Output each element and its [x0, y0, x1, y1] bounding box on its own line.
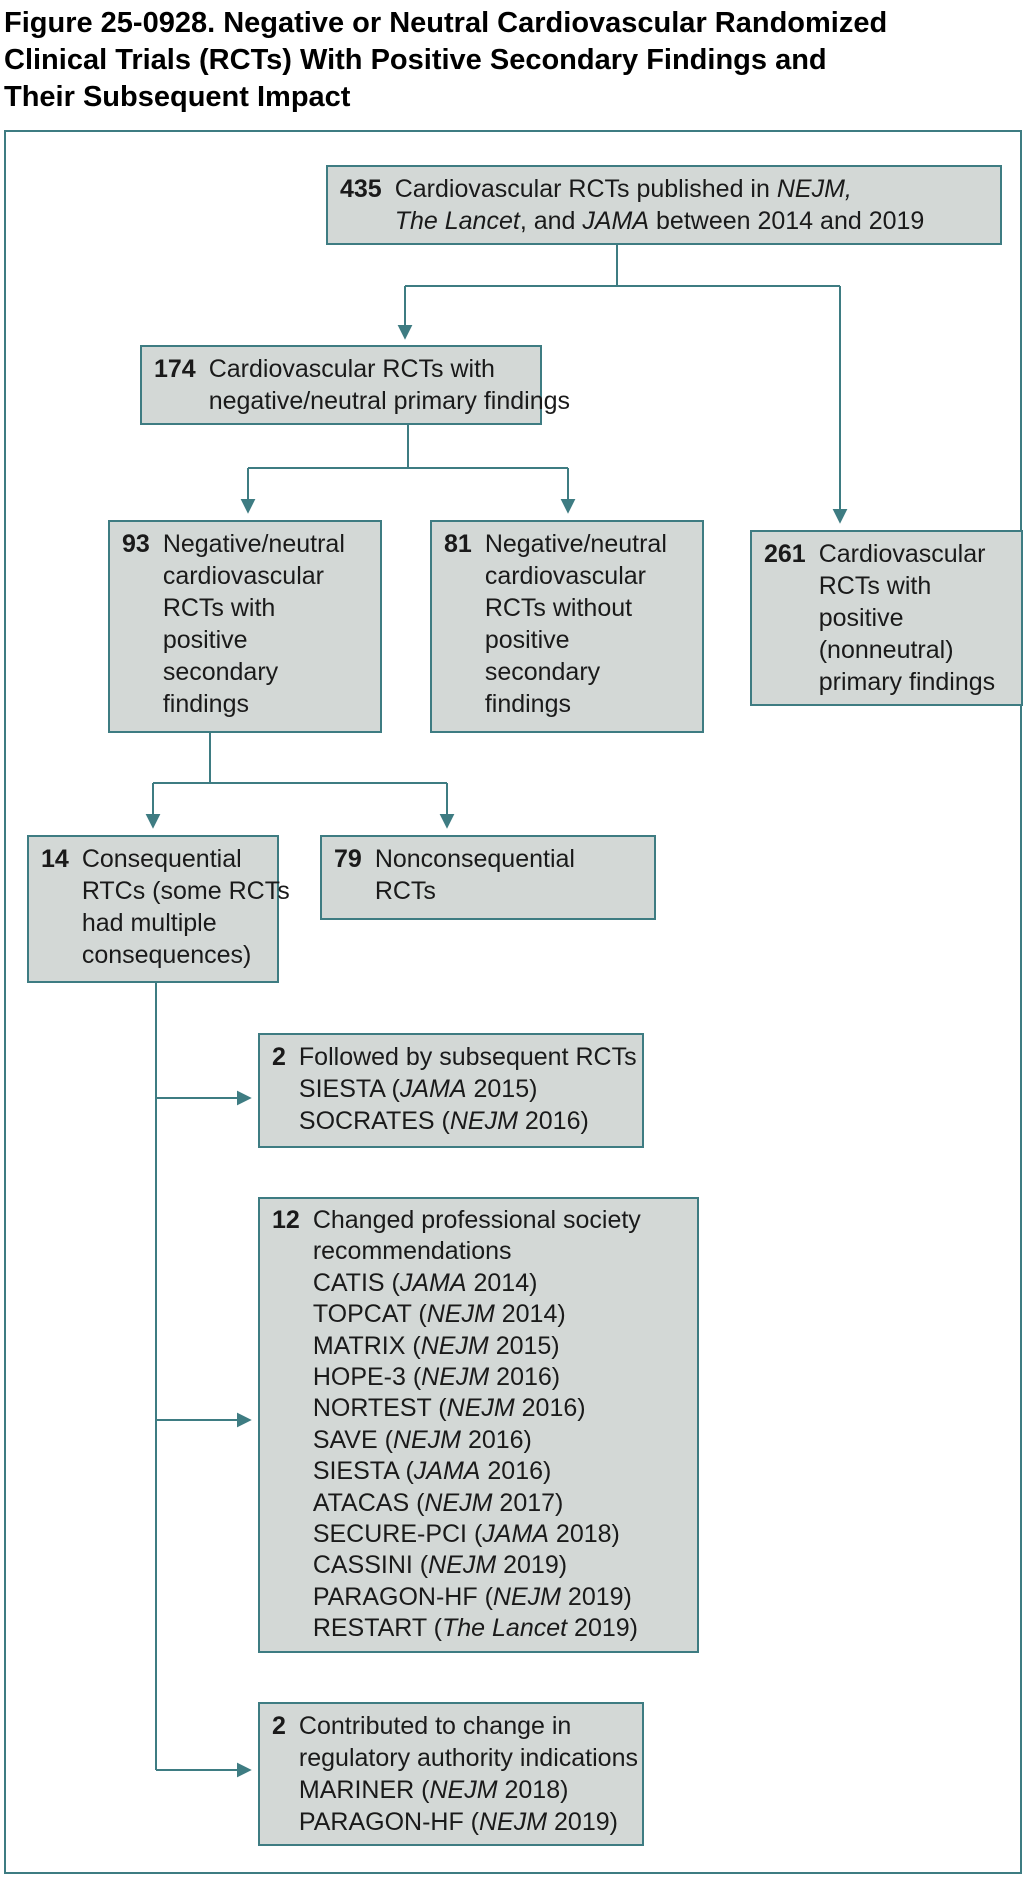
figure-title-line-2: Clinical Trials (RCTs) With Positive Sec… — [4, 44, 827, 76]
box-number: 174 — [154, 355, 196, 383]
box-number: 12 — [272, 1206, 300, 1234]
box-number: 79 — [334, 845, 362, 873]
box-number: 435 — [340, 175, 382, 203]
box-number: 14 — [41, 845, 69, 873]
box-number: 261 — [764, 540, 806, 568]
figure-title-line-3: Their Subsequent Impact — [4, 81, 351, 113]
box-number: 2 — [272, 1043, 286, 1071]
box-number: 2 — [272, 1712, 286, 1740]
figure-title: Figure 25-0928. Negative or Neutral Card… — [4, 5, 1024, 116]
box-number: 93 — [122, 530, 150, 558]
box-435-published-rcts: 435 Cardiovascular RCTs published in NEJ… — [326, 165, 1002, 245]
box-number: 81 — [444, 530, 472, 558]
box-text: Cardiovascular RCTs published in NEJM,Th… — [394, 175, 925, 235]
figure-title-line-1: Figure 25-0928. Negative or Neutral Card… — [4, 7, 888, 39]
